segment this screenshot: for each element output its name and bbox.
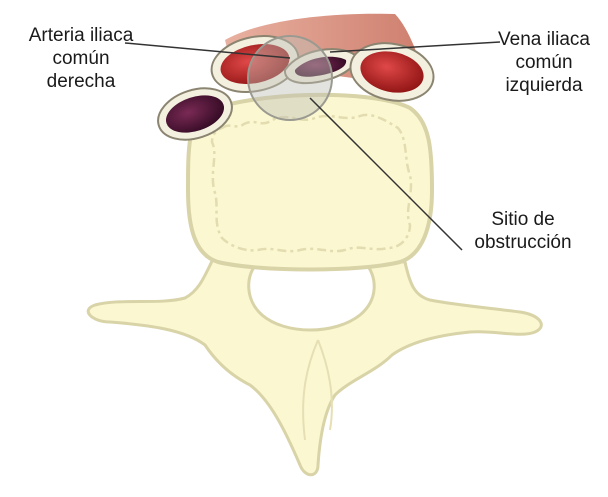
label-obstruction-site: Sitio de obstrucción [448, 208, 598, 254]
label-left-common-iliac-vein: Vena iliaca común izquierda [480, 28, 608, 97]
spinal-canal [249, 262, 375, 330]
label-right-common-iliac-artery: Arteria iliaca común derecha [6, 24, 156, 93]
